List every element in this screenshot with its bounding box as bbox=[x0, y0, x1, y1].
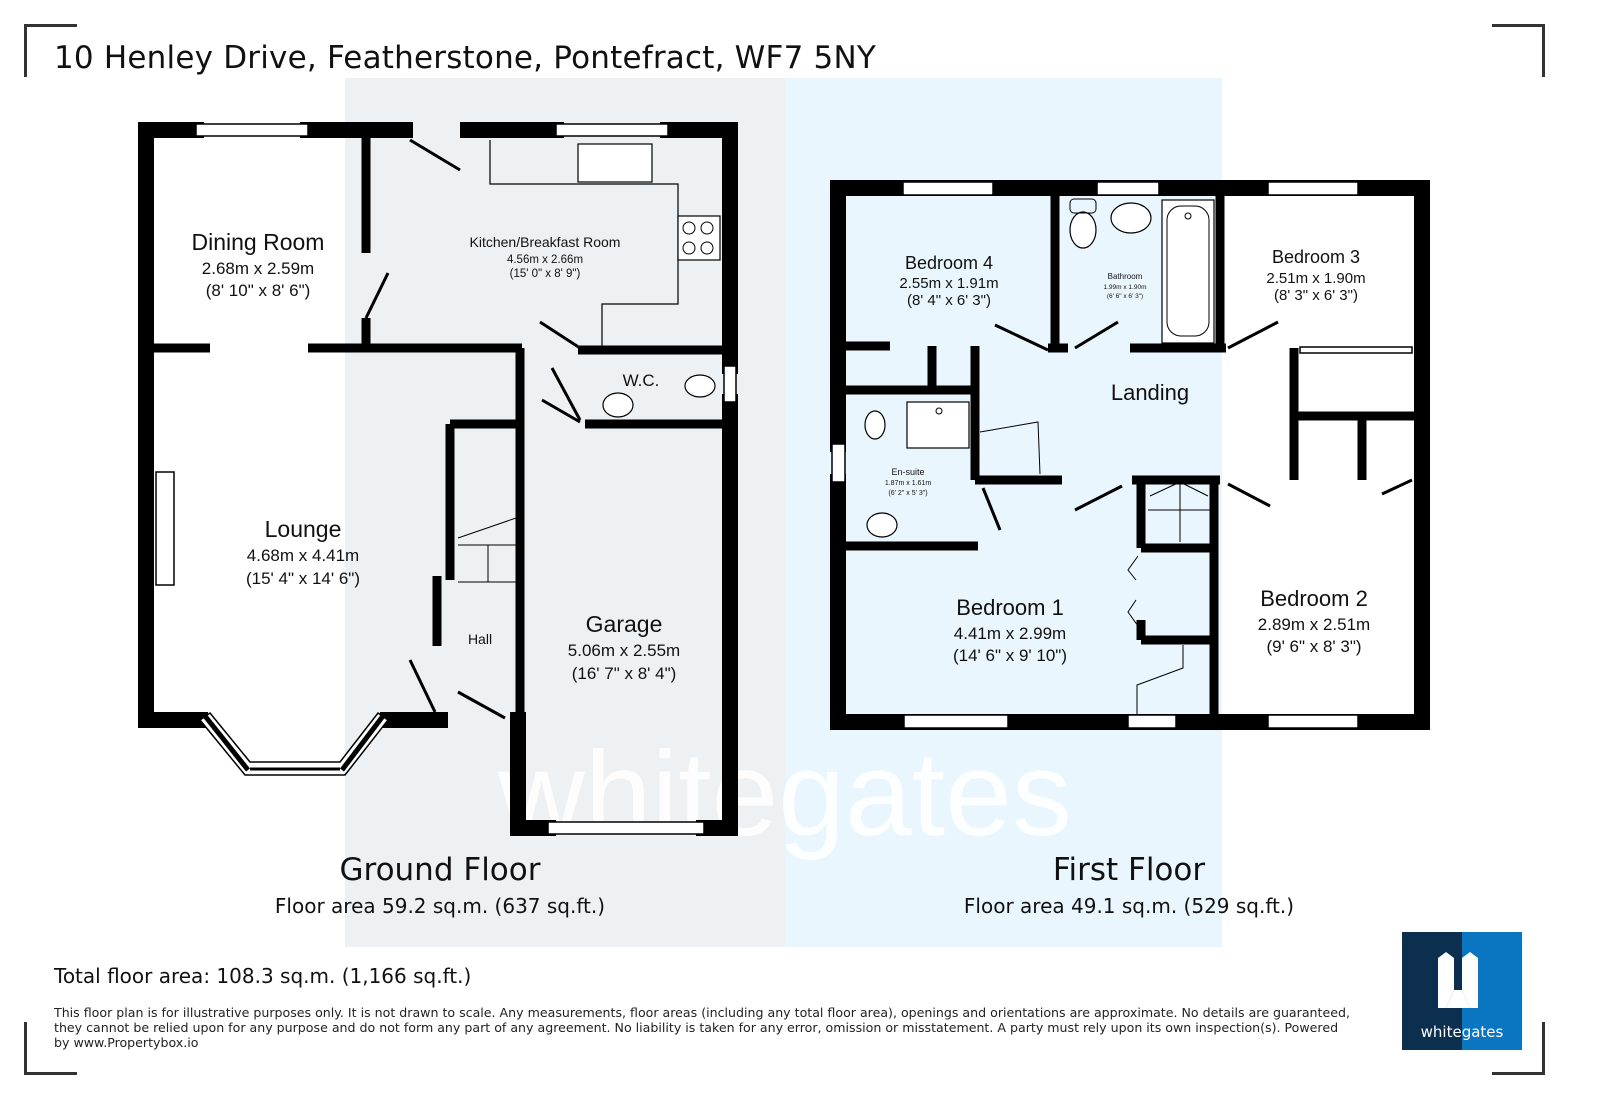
room-name-bedroom-1: Bedroom 1 bbox=[956, 595, 1064, 620]
svg-text:(15' 4" x 14' 6"): (15' 4" x 14' 6") bbox=[246, 569, 360, 588]
room-name-dining-room: Dining Room bbox=[192, 229, 325, 255]
first-floor-title: First Floor bbox=[1052, 852, 1206, 888]
room-name-lounge: Lounge bbox=[265, 516, 342, 542]
svg-text:2.68m x 2.59m: 2.68m x 2.59m bbox=[202, 259, 314, 278]
crop-mark-bottom-right bbox=[1492, 1022, 1545, 1075]
room-name-garage: Garage bbox=[586, 611, 663, 637]
room-name-landing: Landing bbox=[1111, 380, 1189, 405]
svg-text:(16' 7" x 8' 4"): (16' 7" x 8' 4") bbox=[572, 664, 677, 683]
total-floor-area: Total floor area: 108.3 sq.m. (1,166 sq.… bbox=[54, 964, 472, 988]
disclaimer-text: This floor plan is for illustrative purp… bbox=[54, 1005, 1350, 1050]
svg-text:(8' 4" x 6' 3"): (8' 4" x 6' 3") bbox=[907, 292, 991, 309]
svg-text:(8' 3" x 6' 3"): (8' 3" x 6' 3") bbox=[1274, 287, 1358, 304]
watermark-text: whitegates bbox=[497, 727, 1072, 861]
svg-text:(6' 2" x 5' 3"): (6' 2" x 5' 3") bbox=[888, 490, 927, 497]
ground-floor-area: Floor area 59.2 sq.m. (637 sq.ft.) bbox=[274, 894, 606, 918]
room-name-hall: Hall bbox=[468, 631, 492, 647]
svg-text:2.51m x 1.90m: 2.51m x 1.90m bbox=[1266, 270, 1365, 287]
svg-text:(8' 10" x 8' 6"): (8' 10" x 8' 6") bbox=[206, 281, 311, 300]
svg-text:5.06m x 2.55m: 5.06m x 2.55m bbox=[568, 641, 680, 660]
whitegates-logo: whitegates bbox=[1402, 932, 1522, 1050]
room-name-wc: W.C. bbox=[623, 371, 660, 390]
svg-text:1.99m x 1.90m: 1.99m x 1.90m bbox=[1104, 284, 1147, 291]
svg-text:(15' 0" x 8' 9"): (15' 0" x 8' 9") bbox=[510, 268, 581, 280]
crop-mark-bottom-left bbox=[24, 1022, 77, 1075]
first-floor-area: Floor area 49.1 sq.m. (529 sq.ft.) bbox=[963, 894, 1295, 918]
room-name-bedroom-2: Bedroom 2 bbox=[1260, 586, 1368, 611]
crop-mark-top-left bbox=[24, 24, 77, 77]
room-name-en-suite: En-suite bbox=[891, 467, 924, 477]
room-name-bedroom-3: Bedroom 3 bbox=[1272, 247, 1360, 267]
svg-text:2.89m x 2.51m: 2.89m x 2.51m bbox=[1258, 615, 1370, 634]
svg-text:1.87m x 1.61m: 1.87m x 1.61m bbox=[885, 480, 931, 487]
ground-floor-plan bbox=[138, 122, 738, 836]
logo-mark-icon bbox=[1438, 952, 1478, 1008]
svg-text:(14' 6" x 9' 10"): (14' 6" x 9' 10") bbox=[953, 646, 1067, 665]
ground-floor-title: Ground Floor bbox=[339, 852, 541, 888]
svg-text:2.55m x 1.91m: 2.55m x 1.91m bbox=[899, 275, 998, 292]
svg-text:(6' 6" x 6' 3"): (6' 6" x 6' 3") bbox=[1107, 293, 1143, 300]
crop-mark-top-right bbox=[1492, 24, 1545, 77]
ground-floor-caption: Ground Floor Floor area 59.2 sq.m. (637 … bbox=[240, 852, 640, 918]
room-name-bedroom-4: Bedroom 4 bbox=[905, 253, 993, 273]
room-name-kitchen: Kitchen/Breakfast Room bbox=[470, 234, 621, 250]
logo-wordmark: whitegates bbox=[1420, 1023, 1504, 1041]
room-name-bathroom: Bathroom bbox=[1108, 272, 1143, 281]
first-floor-plan bbox=[830, 180, 1430, 730]
svg-text:4.41m x 2.99m: 4.41m x 2.99m bbox=[954, 624, 1066, 643]
svg-text:4.68m x 4.41m: 4.68m x 4.41m bbox=[247, 546, 359, 565]
svg-text:(9' 6" x 8' 3"): (9' 6" x 8' 3") bbox=[1266, 637, 1361, 656]
first-floor-caption: First Floor Floor area 49.1 sq.m. (529 s… bbox=[929, 852, 1329, 918]
svg-text:4.56m x 2.66m: 4.56m x 2.66m bbox=[507, 254, 583, 266]
property-address: 10 Henley Drive, Featherstone, Pontefrac… bbox=[54, 40, 876, 76]
